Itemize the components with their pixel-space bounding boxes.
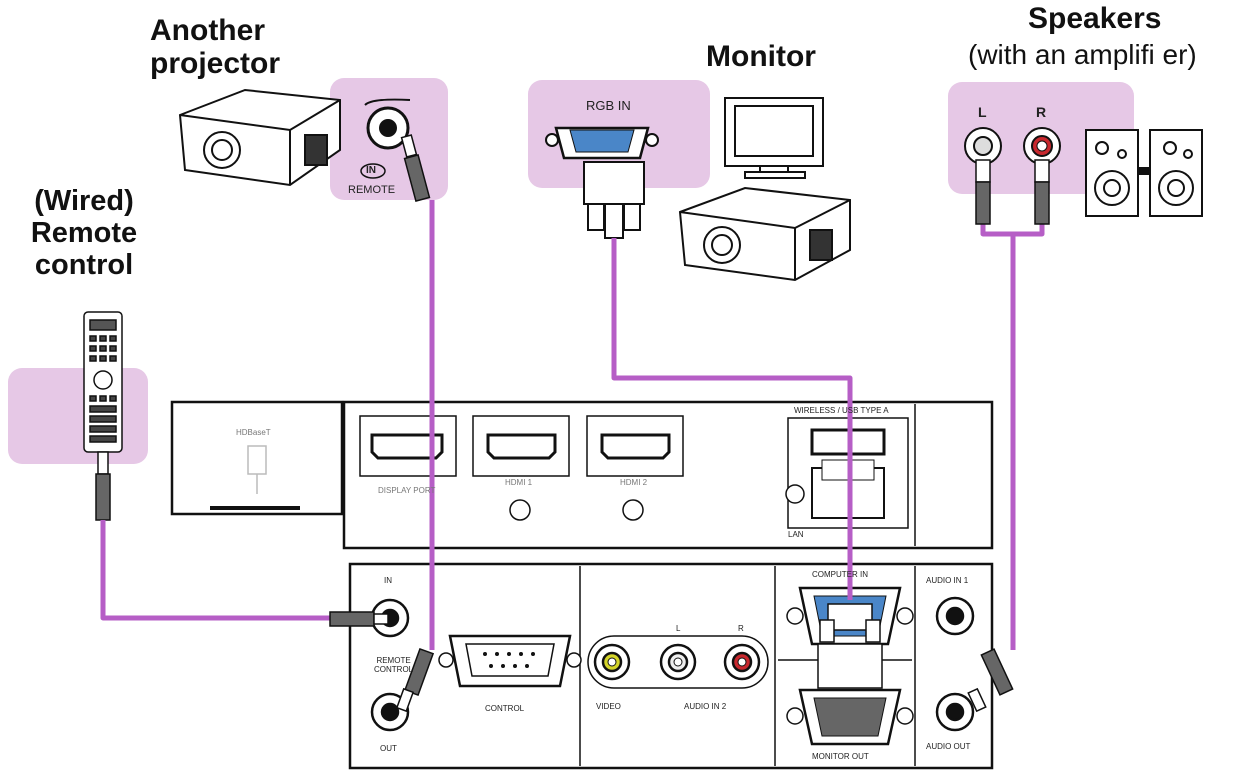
control-label: CONTROL xyxy=(485,704,525,713)
display-port-label: DISPLAY PORT xyxy=(378,486,436,495)
speakers-label: Speakers xyxy=(1028,2,1162,35)
remote-control-panel-label: REMOTE CONTROL xyxy=(374,656,414,674)
speaker-r-label: R xyxy=(1036,104,1047,120)
speaker-jacks xyxy=(964,127,1061,165)
rgb-in-connector xyxy=(545,126,659,239)
remote-control-highlight xyxy=(8,368,148,464)
video-label: VIDEO xyxy=(596,702,621,711)
audio-out-label: AUDIO OUT xyxy=(926,742,971,751)
monitor-label: Monitor xyxy=(706,40,816,73)
hdbaset-port xyxy=(247,445,267,494)
another-projector-label: Another projector xyxy=(150,14,281,80)
remote-in-port xyxy=(360,98,411,179)
another-projector-icon xyxy=(178,88,341,187)
lower-ports xyxy=(370,586,975,746)
remote-control-label: (Wired) Remote control xyxy=(30,185,138,281)
hdmi2-label: HDMI 2 xyxy=(620,478,648,487)
hdmi1-label: HDMI 1 xyxy=(505,478,533,487)
audio-in1-label: AUDIO IN 1 xyxy=(926,576,969,585)
lan-usb-ports xyxy=(785,428,886,519)
monitor-out-label: MONITOR OUT xyxy=(812,752,869,761)
speaker-cable xyxy=(980,224,1045,650)
wireless-usb-label: WIRELESS / USB TYPE A xyxy=(794,406,889,415)
highlight-areas xyxy=(8,78,1134,464)
remote-out-panel-label: OUT xyxy=(380,744,397,753)
audio-l-label: L xyxy=(676,624,681,633)
upper-panel xyxy=(170,400,994,550)
remote-in-label: IN xyxy=(366,165,376,176)
projector-icon xyxy=(678,186,851,282)
remote-control-icon xyxy=(83,311,123,521)
hdbaset-label: HDBaseT xyxy=(236,428,271,437)
remote-label: REMOTE xyxy=(348,184,396,196)
speakers-icon xyxy=(1085,129,1203,217)
monitor-cable xyxy=(611,238,853,600)
cable-plugs xyxy=(329,134,1050,713)
audio-in2-label: AUDIO IN 2 xyxy=(684,702,727,711)
audio-r-label: R xyxy=(738,624,744,633)
rgb-in-label: RGB IN xyxy=(586,98,631,113)
computer-in-label: COMPUTER IN xyxy=(812,570,868,579)
monitor-icon xyxy=(724,97,824,179)
lan-label: LAN xyxy=(788,530,804,539)
speakers-note: (with an amplifi er) xyxy=(968,39,1197,70)
cables xyxy=(100,200,1045,650)
remote-control-cable xyxy=(100,520,330,621)
speaker-l-label: L xyxy=(978,104,987,120)
hdmi-ports xyxy=(370,433,671,521)
remote-in-panel-label: IN xyxy=(384,576,392,585)
